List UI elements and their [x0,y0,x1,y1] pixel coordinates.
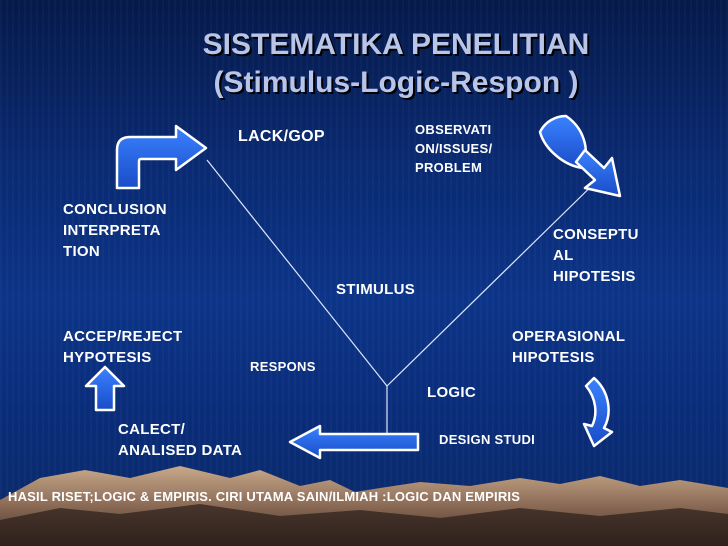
label-collect-data: CALECT/ ANALISED DATA [118,421,243,459]
mountain-shadow [0,504,728,546]
label-design-study: DESIGN STUDI [439,432,536,447]
title-line-1: SISTEMATIKA PENELITIAN [202,28,590,61]
title-line-2: (Stimulus-Logic-Respon ) [213,66,579,99]
right-v-line [386,169,609,387]
label-conclusion: CONCLUSION INTERPRETA TION [63,201,167,260]
left-arrow-icon [288,424,420,460]
label-stimulus: STIMULUS [336,281,416,298]
curved-arrow-down-icon [582,376,614,448]
up-arrow-icon [84,365,126,412]
curved-arrow-right-icon [115,124,208,190]
label-observation: OBSERVATI ON/ISSUES/ PROBLEM [415,122,493,175]
label-operational-hypothesis: OPERASIONAL HIPOTESIS [512,328,626,366]
curved-leaf-arrow-icon [538,114,588,170]
label-conceptual-hypothesis: CONSEPTU AL HIPOTESIS [553,226,639,285]
label-accept-reject: ACCEP/REJECT HYPOTESIS [63,328,183,366]
label-respons: RESPONS [250,359,316,374]
label-lack-gop: LACK/GOP [238,128,325,145]
arrow-down-right-icon [574,148,622,198]
page-title: SISTEMATIKA PENELITIAN (Stimulus-Logic-R… [0,26,728,102]
footer-caption: HASIL RISET;LOGIC & EMPIRIS. CIRI UTAMA … [8,489,521,504]
left-v-line [206,159,388,387]
label-logic: LOGIC [427,384,476,401]
